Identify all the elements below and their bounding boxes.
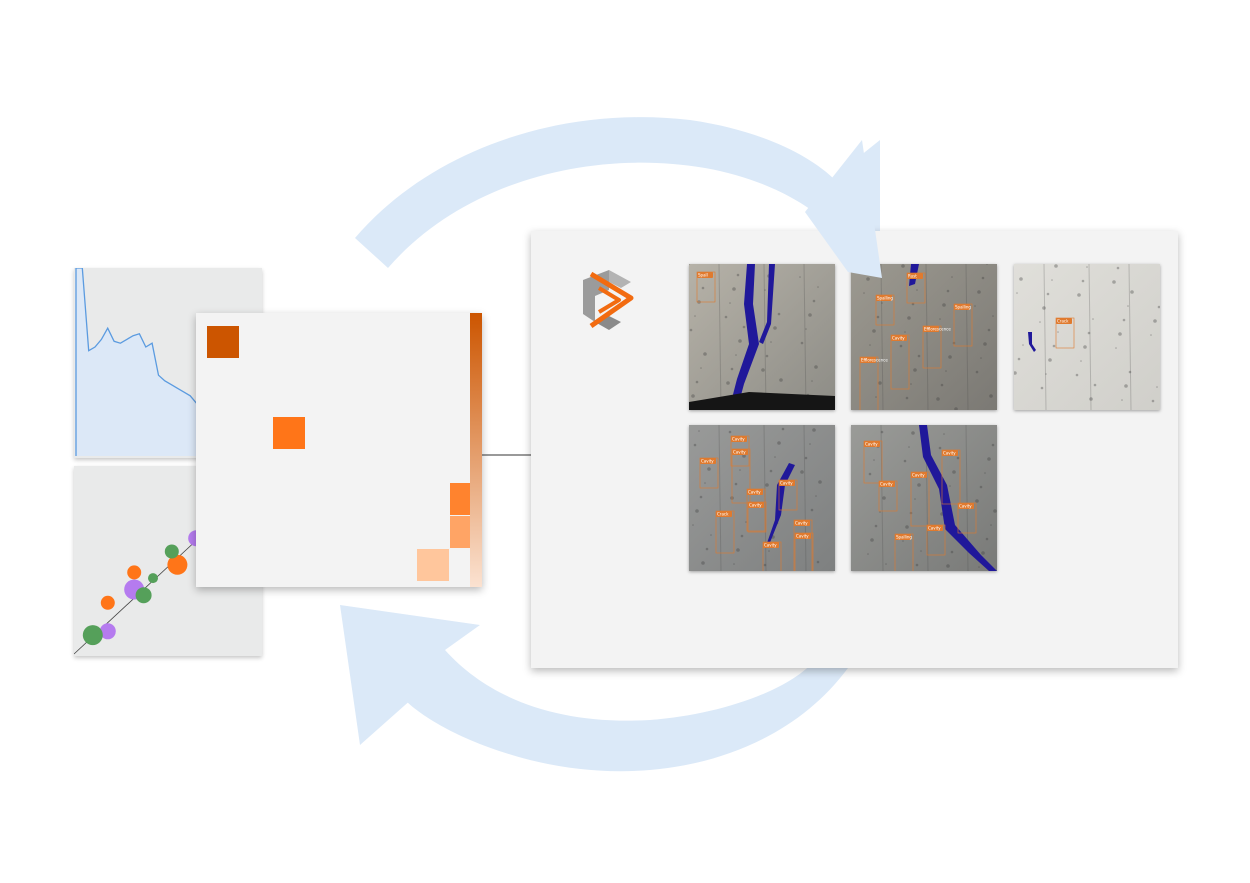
defect-label-bg xyxy=(927,525,943,531)
defect-label: Cavity xyxy=(959,504,972,509)
scatter-point-green xyxy=(82,625,103,646)
play-logo-icon xyxy=(583,270,634,330)
defect-label: Spalling xyxy=(955,305,971,310)
scatter-point-purple xyxy=(99,623,116,640)
scatter-point-orange xyxy=(127,565,142,580)
defect-label-bg xyxy=(876,295,892,301)
defect-label: Cavity xyxy=(880,482,893,487)
defect-label: Crack xyxy=(717,512,729,517)
defect-label-bg xyxy=(923,326,939,332)
defect-label-bg xyxy=(1056,318,1072,324)
defect-image-3[interactable]: Crack xyxy=(1014,264,1160,410)
defect-label-bg xyxy=(864,441,880,447)
defect-label: Cavity xyxy=(733,450,746,455)
defect-label: Cavity xyxy=(749,503,762,508)
defect-label-bg xyxy=(763,542,779,548)
defect-label-bg xyxy=(795,533,811,539)
bottom-cycle-arrow xyxy=(340,605,848,772)
defect-label-bg xyxy=(954,304,970,310)
scatter-point-green xyxy=(135,587,152,604)
defect-label: Cavity xyxy=(748,490,761,495)
colorbar xyxy=(470,313,482,587)
defect-label: Cavity xyxy=(732,437,745,442)
defect-label: Spalling xyxy=(877,296,893,301)
crack-mask xyxy=(1028,332,1036,352)
defect-label-bg xyxy=(731,436,747,442)
defect-label-bg xyxy=(700,458,716,464)
defect-label-bg xyxy=(958,503,974,509)
defect-label: Cavity xyxy=(943,451,956,456)
top-cycle-arrow xyxy=(355,117,880,278)
defect-label: Spall xyxy=(698,273,708,278)
defect-label: Cavity xyxy=(701,459,714,464)
defect-label: Efflorescence xyxy=(924,327,951,332)
defect-label: Cavity xyxy=(912,473,925,478)
defect-label: Efflorescence xyxy=(861,358,888,363)
scatter-point-orange xyxy=(100,595,115,610)
defect-label: Cavity xyxy=(892,336,905,341)
defect-label: Cavity xyxy=(764,543,777,548)
crack-mask xyxy=(729,264,775,410)
defect-label-bg xyxy=(748,502,764,508)
defect-label-bg xyxy=(911,472,927,478)
defect-label-bg xyxy=(716,511,732,517)
matrix-cell xyxy=(273,417,305,449)
defect-label-bg xyxy=(942,450,958,456)
defect-label-bg xyxy=(732,449,748,455)
defect-label: Rust xyxy=(908,274,917,279)
defect-label-bg xyxy=(779,480,795,486)
defect-label: Cavity xyxy=(780,481,793,486)
defect-label-bg xyxy=(860,357,876,363)
defect-label-bg xyxy=(879,481,895,487)
defect-label-bg xyxy=(891,335,907,341)
defect-label: Cavity xyxy=(865,442,878,447)
defect-label: Cavity xyxy=(928,526,941,531)
defect-label-bg xyxy=(895,534,911,540)
confusion-matrix-panel xyxy=(196,313,482,587)
crack-mask xyxy=(767,463,795,545)
defect-label-bg xyxy=(907,273,923,279)
defect-label-bg xyxy=(747,489,763,495)
crack-mask xyxy=(919,425,997,571)
defect-label: Cavity xyxy=(795,521,808,526)
loss-area xyxy=(76,268,260,456)
defect-label: Crack xyxy=(1057,319,1069,324)
defect-image-1[interactable]: Spall xyxy=(689,264,835,410)
scatter-plot-chart xyxy=(74,523,215,655)
scatter-point-green xyxy=(148,573,158,584)
defect-label-bg xyxy=(794,520,810,526)
defect-label: Cavity xyxy=(796,534,809,539)
confusion-matrix-chart xyxy=(207,313,482,587)
scatter-point-green xyxy=(164,544,179,559)
defect-label-bg xyxy=(697,272,713,278)
matrix-cell xyxy=(207,326,239,358)
defect-label: Spalling xyxy=(896,535,912,540)
scatter-point-orange xyxy=(167,554,188,575)
matrix-cell xyxy=(417,549,449,581)
